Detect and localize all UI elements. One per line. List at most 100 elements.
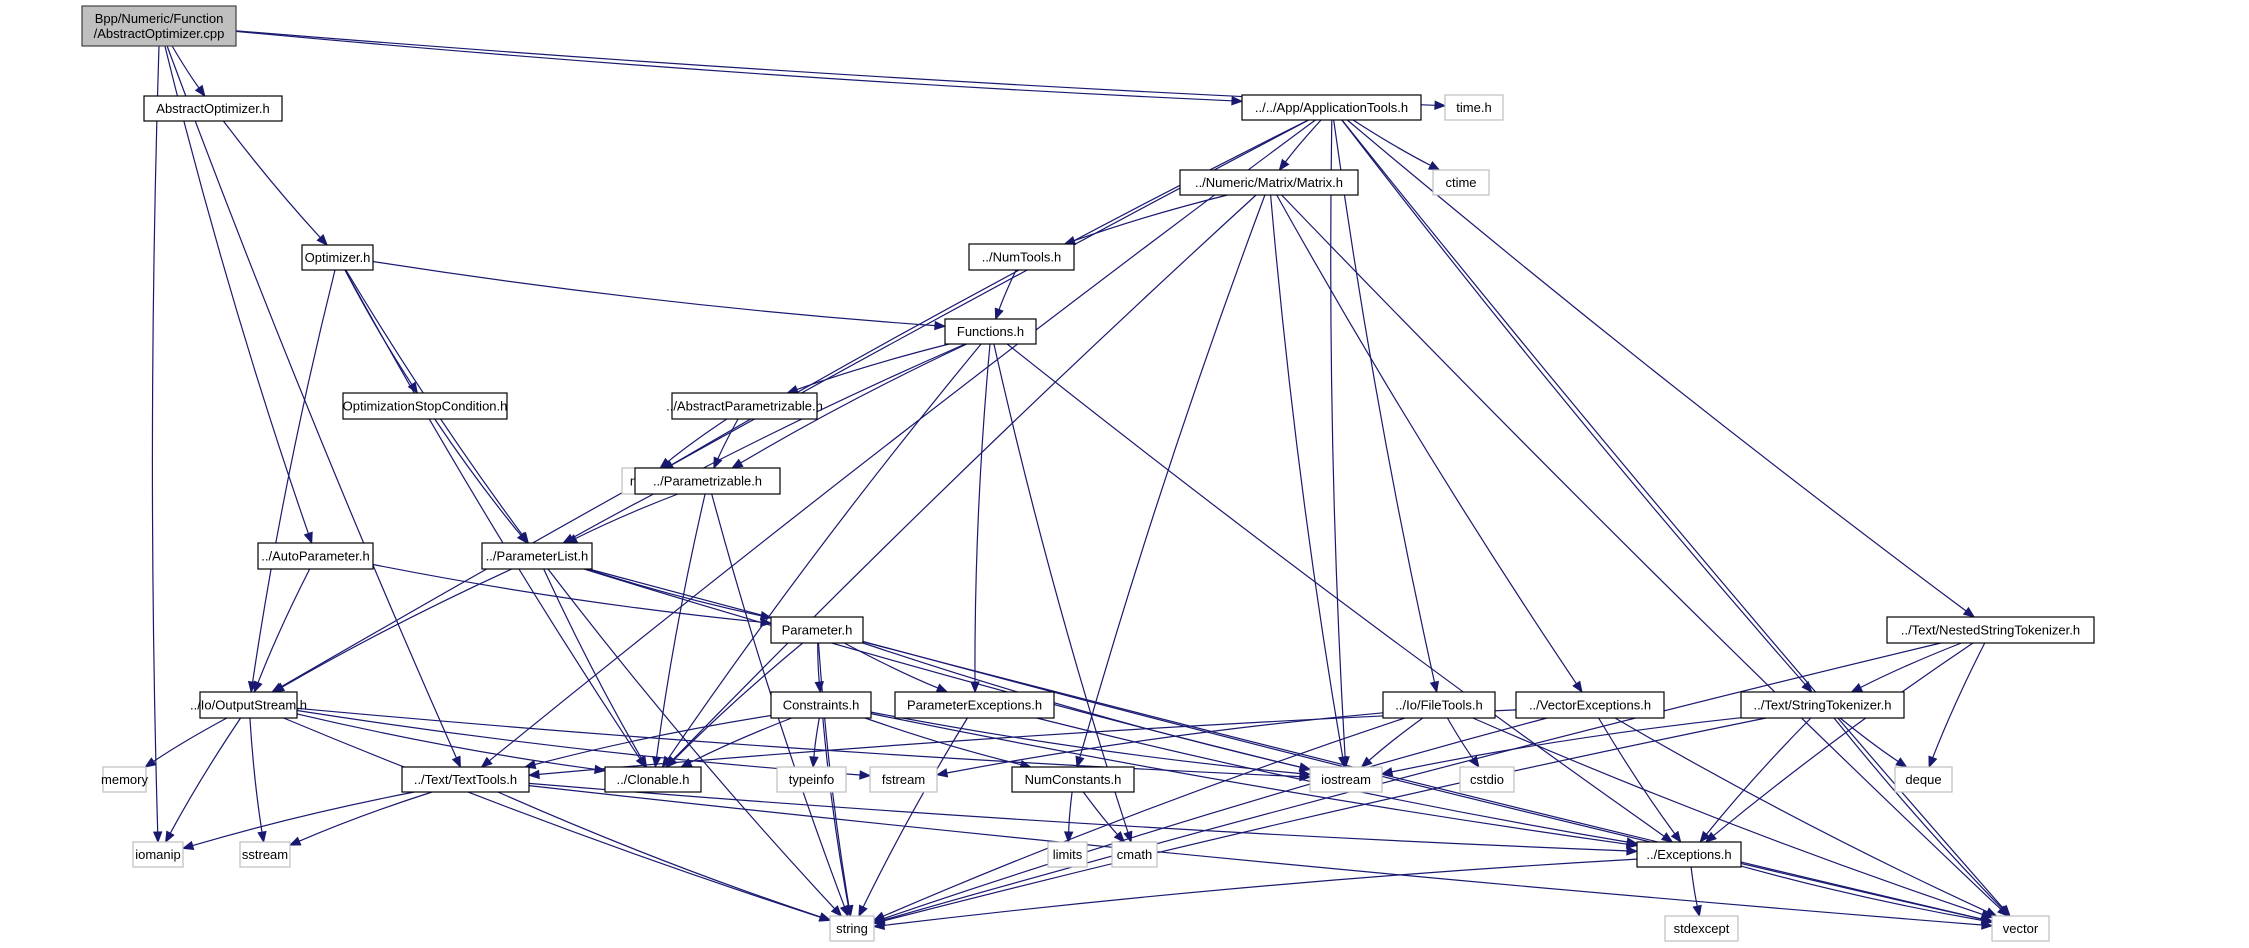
edge-optimizer-to-outstream <box>252 269 336 683</box>
edge-matrix-to-iostream <box>1270 194 1344 758</box>
node-limits-box <box>1047 841 1088 868</box>
arrowhead-iomanip-icon <box>164 830 175 844</box>
node-absopt[interactable]: AbstractOptimizer.h <box>143 95 283 122</box>
arrowhead-parametrizable-icon <box>730 458 744 469</box>
node-autoparam-box <box>257 542 374 570</box>
edge-matrix-to-vector <box>1281 194 2002 910</box>
node-numtools[interactable]: ../NumTools.h <box>968 243 1075 271</box>
node-texttools[interactable]: ../Text/TextTools.h <box>401 766 530 793</box>
edge-layer <box>144 30 2011 930</box>
node-numtools-label: ../NumTools.h <box>982 250 1061 265</box>
arrowhead-string-icon <box>830 905 843 917</box>
node-clonable[interactable]: ../Clonable.h <box>604 766 702 793</box>
edge-outstream-to-iomanip <box>169 717 242 834</box>
node-sstream-box <box>239 841 291 868</box>
node-parametrizable[interactable]: ../Parametrizable.h <box>634 467 781 495</box>
node-optimizer-box <box>301 244 374 271</box>
arrowhead-autoparam-icon <box>303 531 313 545</box>
node-exceptions[interactable]: ../Exceptions.h <box>1636 841 1742 868</box>
edge-functions-to-clonable <box>667 343 982 760</box>
node-apptools-label: ../../App/ApplicationTools.h <box>1255 100 1408 115</box>
node-paramlist[interactable]: ../ParameterList.h <box>481 542 593 570</box>
edge-root-to-texttools <box>166 45 457 759</box>
node-string-box <box>829 915 875 942</box>
arrowhead-map-icon <box>659 457 672 469</box>
arrowhead-iostream-icon <box>1380 767 1394 777</box>
edge-vecexc-to-texttools <box>538 709 1517 775</box>
edge-functions-to-absparam <box>796 343 950 391</box>
edge-exceptions-to-stdexcept <box>1690 866 1698 907</box>
edge-filetools-to-iostream <box>1368 717 1424 761</box>
arrowhead-numconst-icon <box>1075 755 1085 769</box>
node-paramexc[interactable]: ParameterExceptions.h <box>894 691 1055 719</box>
arrowhead-fstream-icon <box>935 768 949 778</box>
node-optimizer[interactable]: Optimizer.h <box>301 244 374 271</box>
arrowhead-clonable-icon <box>651 756 662 769</box>
node-vector: vector <box>1991 915 2050 942</box>
arrowhead-exceptions-icon <box>1670 830 1682 844</box>
edge-texttools-to-string <box>497 791 821 918</box>
arrowhead-vector-icon <box>1980 915 1994 926</box>
node-outstream[interactable]: ../Io/OutputStream.h <box>190 691 307 719</box>
node-numconst[interactable]: NumConstants.h <box>1011 766 1135 793</box>
edge-parameter-to-iostream <box>862 642 1301 768</box>
arrowhead-vecexc-icon <box>1572 680 1583 694</box>
node-parametrizable-box <box>634 467 781 495</box>
edge-matrix-to-numtools <box>1073 194 1228 242</box>
node-absparam-label: ../AbstractParametrizable.h <box>666 399 823 414</box>
node-exceptions-box <box>1636 841 1742 868</box>
node-optstop-label: OptimizationStopCondition.h <box>343 399 508 414</box>
node-iostream-label: iostream <box>1321 772 1371 787</box>
node-absparam[interactable]: ../AbstractParametrizable.h <box>666 392 823 420</box>
node-timeh-box <box>1444 94 1504 121</box>
node-limits-label: limits <box>1053 847 1083 862</box>
arrowhead-outstream-icon <box>253 680 263 694</box>
arrowhead-functions-icon <box>994 307 1004 321</box>
node-string: string <box>829 915 875 942</box>
arrowhead-matrix-icon <box>1278 158 1290 172</box>
edge-numconst-to-limits <box>1068 791 1073 833</box>
node-nested[interactable]: ../Text/NestedStringTokenizer.h <box>1886 616 2095 644</box>
arrowhead-strtok-icon <box>1801 680 1813 694</box>
edge-parametrizable-to-clonable <box>656 493 706 758</box>
node-matrix[interactable]: ../Numeric/Matrix/Matrix.h <box>1179 169 1359 196</box>
edge-nested-to-exceptions <box>1713 642 1974 837</box>
node-optstop[interactable]: OptimizationStopCondition.h <box>342 392 508 420</box>
node-stdexcept: stdexcept <box>1664 915 1739 942</box>
node-iomanip-label: iomanip <box>135 847 181 862</box>
node-functions[interactable]: Functions.h <box>944 318 1037 345</box>
node-parameter-box <box>770 616 864 644</box>
arrowhead-cmath-icon <box>1113 831 1126 843</box>
node-strtok-label: ../Text/StringTokenizer.h <box>1753 698 1891 713</box>
arrowhead-fstream-icon <box>859 770 872 780</box>
edge-root-to-iomanip <box>151 45 160 833</box>
arrowhead-string-icon <box>843 904 854 918</box>
node-autoparam[interactable]: ../AutoParameter.h <box>257 542 374 570</box>
node-constraints[interactable]: Constraints.h <box>770 691 872 719</box>
node-cstdio: cstdio <box>1459 766 1515 793</box>
node-strtok[interactable]: ../Text/StringTokenizer.h <box>1740 691 1905 719</box>
node-parameter[interactable]: Parameter.h <box>770 616 864 644</box>
edge-root-to-timeh <box>235 30 1436 106</box>
arrowhead-stdexcept-icon <box>1692 904 1702 918</box>
node-apptools[interactable]: ../../App/ApplicationTools.h <box>1241 94 1422 121</box>
node-filetools[interactable]: ../Io/FileTools.h <box>1382 691 1496 719</box>
edge-constraints-to-texttools <box>534 714 772 766</box>
node-absopt-label: AbstractOptimizer.h <box>156 101 269 116</box>
edge-matrix-to-numconst <box>1079 194 1266 758</box>
node-root-label: Bpp/Numeric/Function <box>95 11 224 26</box>
node-ctime-box <box>1432 169 1490 196</box>
edge-constraints-to-exceptions <box>870 713 1628 845</box>
edge-root-to-absopt <box>171 45 200 89</box>
node-vecexc[interactable]: ../VectorExceptions.h <box>1515 691 1665 719</box>
edge-absparam-to-parametrizable <box>717 418 739 460</box>
node-root[interactable]: Bpp/Numeric/Function/AbstractOptimizer.c… <box>81 5 237 47</box>
arrowhead-paramexc-icon <box>935 683 949 693</box>
node-typeinfo: typeinfo <box>776 766 847 793</box>
arrowhead-exceptions-icon <box>1660 832 1674 843</box>
edge-filetools-to-fstream <box>946 712 1384 774</box>
arrowhead-iomanip-icon <box>181 840 195 850</box>
edge-optimizer-to-clonable <box>344 269 641 760</box>
edge-texttools-to-exceptions <box>528 782 1628 852</box>
